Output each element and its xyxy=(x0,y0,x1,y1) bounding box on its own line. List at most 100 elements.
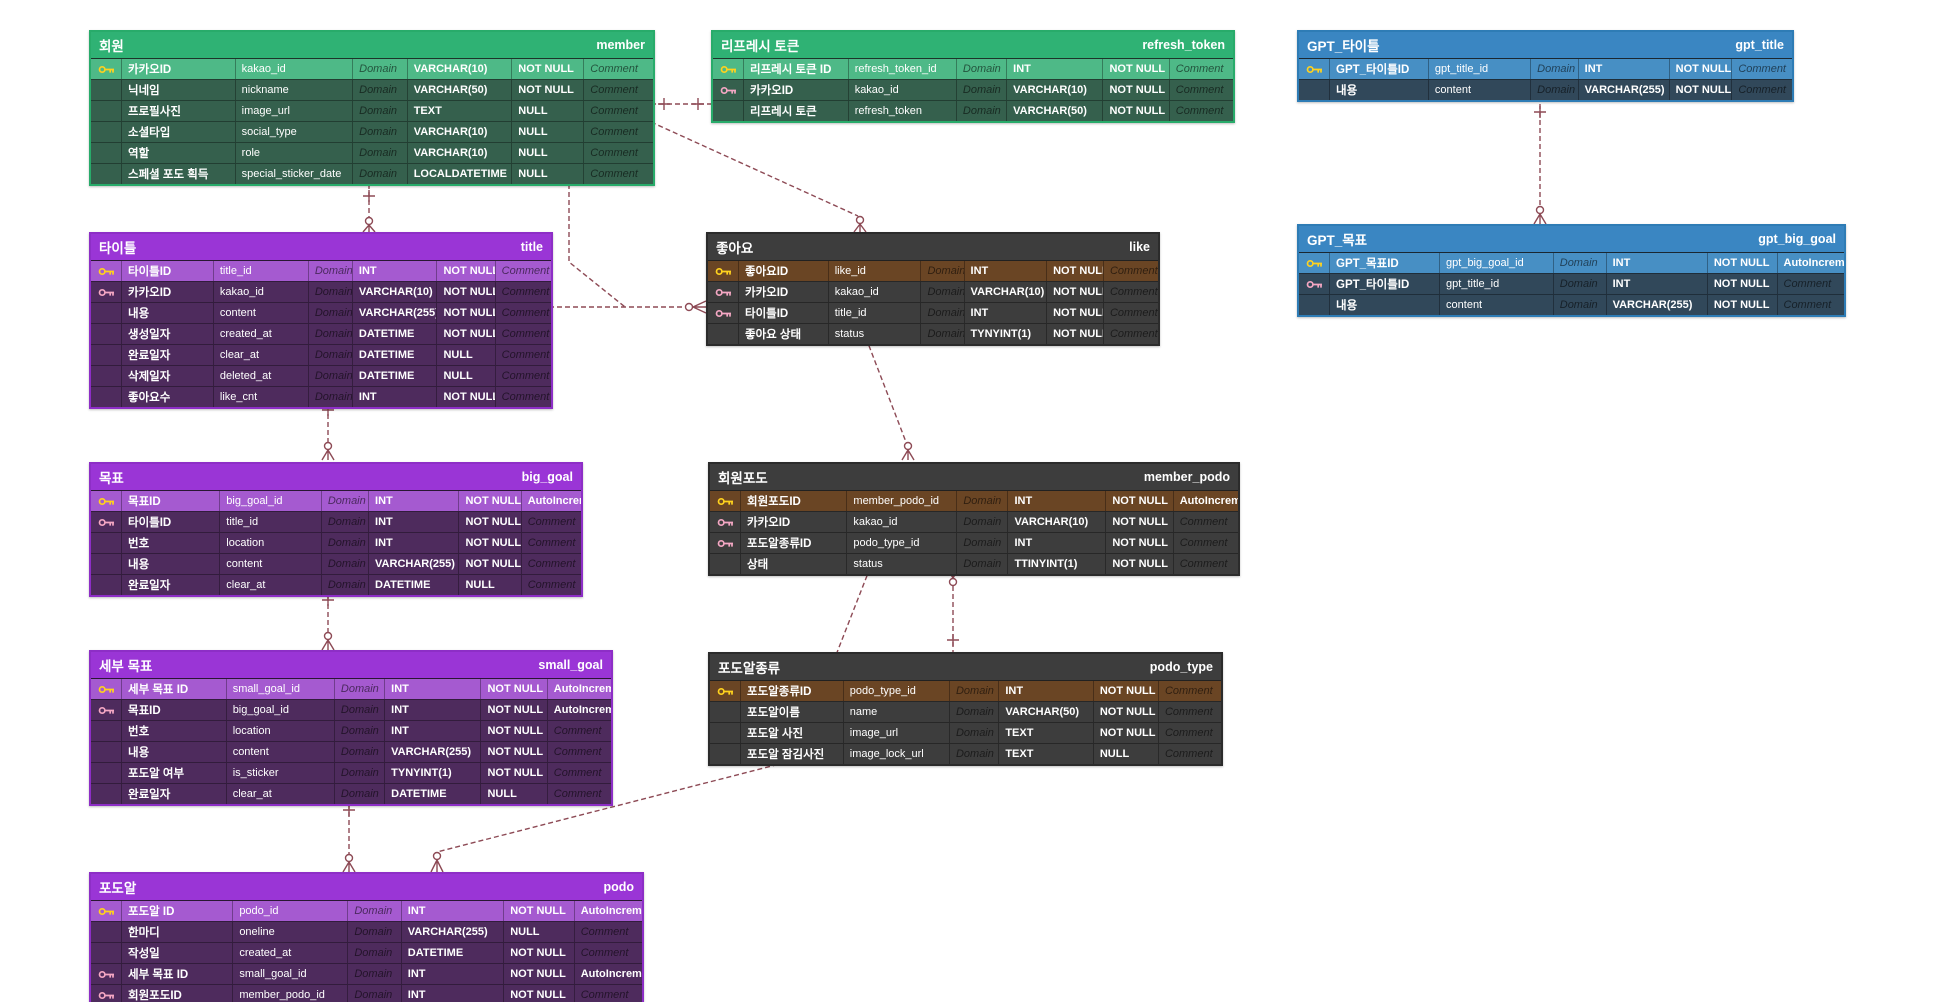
column-datatype: VARCHAR(255) xyxy=(351,303,436,323)
column-logical-name: 포도알 ID xyxy=(121,901,232,921)
column-extra: Comment xyxy=(494,366,551,386)
column-domain: Domain xyxy=(956,533,1007,553)
primary-key-icon xyxy=(91,491,121,511)
column-nullable: NOT NULL xyxy=(1105,491,1172,511)
column-physical-name: refresh_token xyxy=(847,101,956,121)
column-nullable: NOT NULL xyxy=(1092,723,1158,743)
foreign-key-icon xyxy=(710,533,740,553)
column-logical-name: 카카오ID xyxy=(740,512,846,532)
column-logical-name: 리프레시 토큰 ID xyxy=(743,59,848,79)
column-datatype: VARCHAR(10) xyxy=(406,59,512,79)
column-extra: Comment xyxy=(494,261,551,281)
key-placeholder xyxy=(708,324,738,344)
column-datatype: INT xyxy=(384,721,480,741)
column-datatype: TEXT xyxy=(406,101,512,121)
column-datatype: INT xyxy=(368,533,458,553)
column-nullable: NULL xyxy=(436,366,494,386)
column-domain: Domain xyxy=(307,366,352,386)
column-physical-name: kakao_id xyxy=(827,282,921,302)
column-nullable: NOT NULL xyxy=(480,721,546,741)
column-logical-name: 목표ID xyxy=(121,491,219,511)
column-extra: Comment xyxy=(1102,303,1158,323)
column-extra: Comment xyxy=(583,80,653,100)
key-placeholder xyxy=(91,366,121,386)
table-logical-name: 포도알 xyxy=(99,881,137,896)
key-placeholder xyxy=(710,554,740,574)
